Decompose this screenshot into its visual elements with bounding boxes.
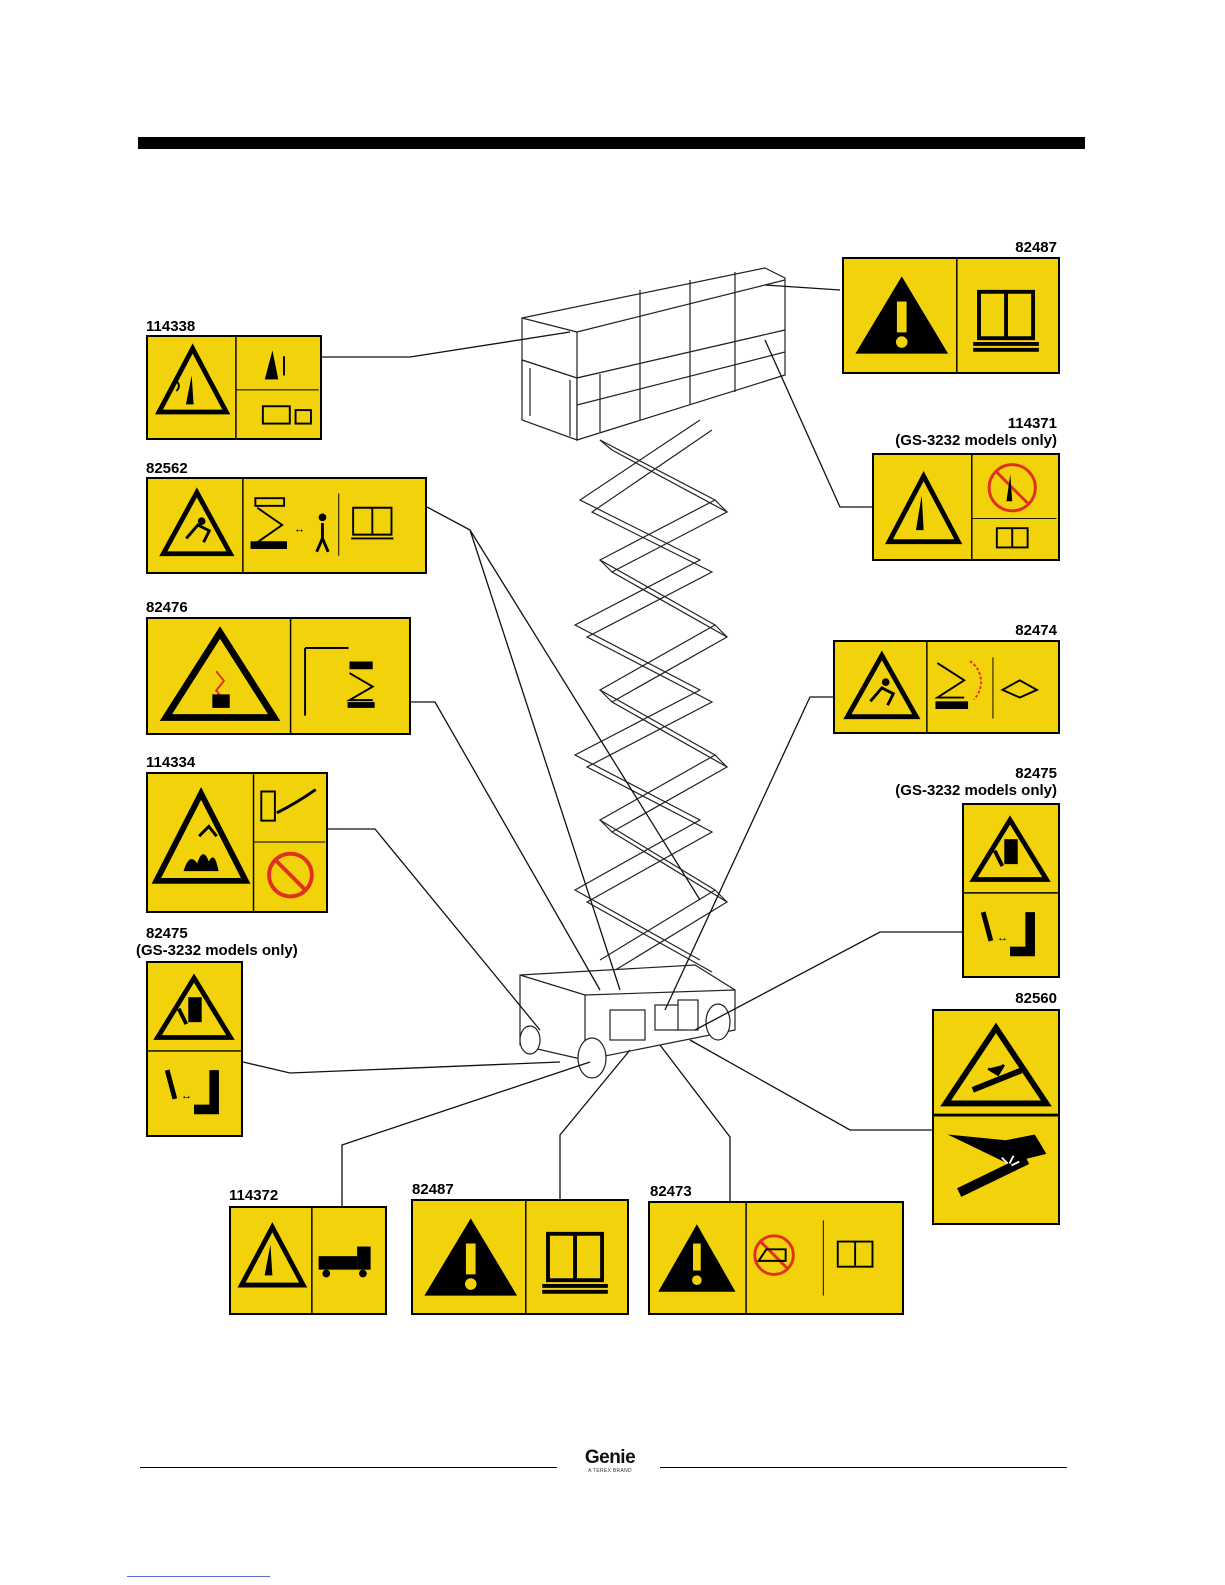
decal-label-82487-top: 82487: [960, 239, 1057, 256]
decal-82475-right: ↔: [962, 803, 1060, 978]
decal-label-82475-right: 82475: [960, 765, 1057, 782]
tipover-icon: [159, 349, 226, 412]
decal-82473: [648, 1201, 904, 1315]
manual-book-icon: [351, 508, 393, 539]
warning-triangle-icon: [855, 276, 948, 353]
decal-82487-top: [842, 257, 1060, 374]
prohibit-icon: [269, 854, 312, 897]
decal-82474: [833, 640, 1060, 734]
footer-rule-left: [140, 1467, 557, 1468]
footer-rule-right: [660, 1467, 1067, 1468]
decal-label-82560: 82560: [960, 990, 1057, 1007]
decal-label-82476: 82476: [146, 599, 188, 616]
decal-label-114372: 114372: [229, 1187, 278, 1204]
explosion-icon: [946, 1028, 1047, 1104]
electrocution-icon: [166, 633, 274, 718]
decal-82562: ↔: [146, 477, 427, 574]
decal-82476: [146, 617, 411, 735]
decal-82475-left: ↔: [146, 961, 243, 1137]
decal-label-82475-left: 82475: [146, 925, 188, 942]
decal-label-114334: 114334: [146, 754, 195, 771]
page-underline: [127, 1576, 270, 1577]
decal-114371: [872, 453, 1060, 561]
decal-82487-bottom: [411, 1199, 629, 1315]
fall-hazard-icon: [163, 492, 230, 553]
decal-114334: [146, 772, 328, 913]
decal-114338: [146, 335, 322, 440]
svg-text:↔: ↔: [997, 932, 1009, 944]
crush-hazard-icon: [158, 978, 231, 1037]
decal-note-82475-right: (GS-3232 models only): [850, 782, 1057, 799]
decal-82560: [932, 1009, 1060, 1225]
decal-114372: [229, 1206, 387, 1315]
logo-wordmark: Genie: [572, 1448, 648, 1468]
decal-note-114371: (GS-3232 models only): [850, 432, 1057, 449]
warning-triangle-icon: [424, 1218, 517, 1295]
decal-label-82562: 82562: [146, 460, 188, 477]
svg-text:↔: ↔: [181, 1090, 193, 1102]
decal-label-82487-bottom: 82487: [412, 1181, 454, 1198]
foot-crush-icon: ↔: [167, 1070, 219, 1114]
fire-icon: [156, 793, 245, 880]
manual-book-icon: [973, 292, 1039, 350]
genie-logo: Genie A TEREX BRAND: [572, 1448, 648, 1474]
decal-label-82473: 82473: [650, 1183, 692, 1200]
decal-note-82475-left: (GS-3232 models only): [136, 942, 298, 959]
svg-text:↔: ↔: [294, 524, 306, 536]
decal-label-82474: 82474: [960, 622, 1057, 639]
manual-book-icon: [542, 1234, 608, 1292]
decal-label-114371: 114371: [960, 415, 1057, 432]
logo-tagline: A TEREX BRAND: [572, 1468, 648, 1474]
decal-label-114338: 114338: [146, 318, 195, 335]
